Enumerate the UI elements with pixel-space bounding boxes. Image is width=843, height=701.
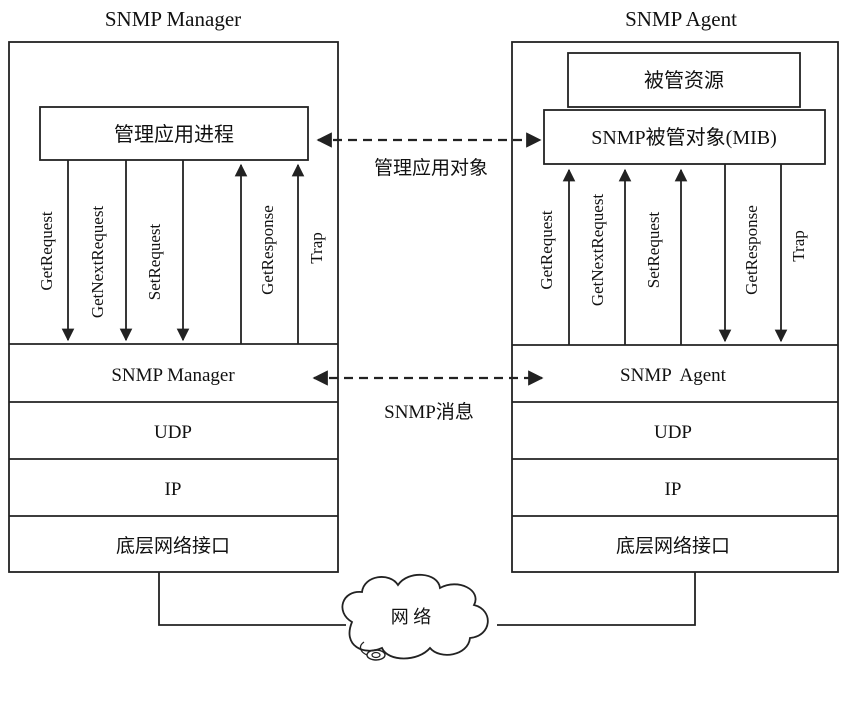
agent-stack: SNMP Agent UDP IP 底层网络接口 被管资源 SNMP被管对象(M… (511, 41, 839, 573)
network-cloud-icon (341, 573, 489, 660)
manager-network-link (158, 572, 346, 626)
agent-layer-ip: IP (665, 479, 682, 500)
manager-layer-udp: UDP (154, 422, 192, 443)
agent-managed-resource-label: 被管资源 (644, 69, 724, 92)
agent-op-setrequest: SetRequest (644, 211, 663, 288)
agent-mib-label: SNMP被管对象(MIB) (591, 126, 777, 149)
network-label: 网 络 (391, 607, 432, 627)
manager-layer-ip: IP (165, 479, 182, 500)
agent-layer-interface: 底层网络接口 (616, 535, 730, 557)
manager-op-getresponse: GetResponse (258, 205, 277, 295)
agent-managed-resource-box (567, 52, 801, 108)
manager-layer-interface: 底层网络接口 (116, 535, 230, 557)
manager-op-getnextrequest: GetNextRequest (88, 206, 107, 319)
agent-title: SNMP Agent (625, 7, 737, 31)
agent-op-getnextrequest: GetNextRequest (588, 194, 607, 307)
agent-mib-box (543, 109, 826, 165)
manager-op-trap: Trap (307, 232, 326, 264)
manager-layer-snmp: SNMP Manager (111, 365, 235, 386)
cable-coil-icon (359, 641, 386, 661)
manager-op-setrequest: SetRequest (145, 223, 164, 300)
app-objects-label: 管理应用对象 (374, 157, 488, 179)
agent-op-getrequest: GetRequest (537, 210, 556, 290)
agent-network-link (497, 572, 696, 626)
agent-layer-udp: UDP (654, 422, 692, 443)
manager-app-process-box (39, 106, 309, 161)
agent-op-getresponse: GetResponse (742, 205, 761, 295)
manager-op-getrequest: GetRequest (37, 211, 56, 291)
manager-app-process-label: 管理应用进程 (114, 123, 234, 146)
manager-title: SNMP Manager (105, 7, 241, 31)
manager-stack: SNMP Manager UDP IP 底层网络接口 管理应用进程 GetReq… (8, 41, 339, 573)
agent-op-trap: Trap (789, 230, 808, 262)
snmp-message-label: SNMP消息 (384, 401, 474, 423)
agent-layer-snmp: SNMP Agent (620, 365, 727, 386)
